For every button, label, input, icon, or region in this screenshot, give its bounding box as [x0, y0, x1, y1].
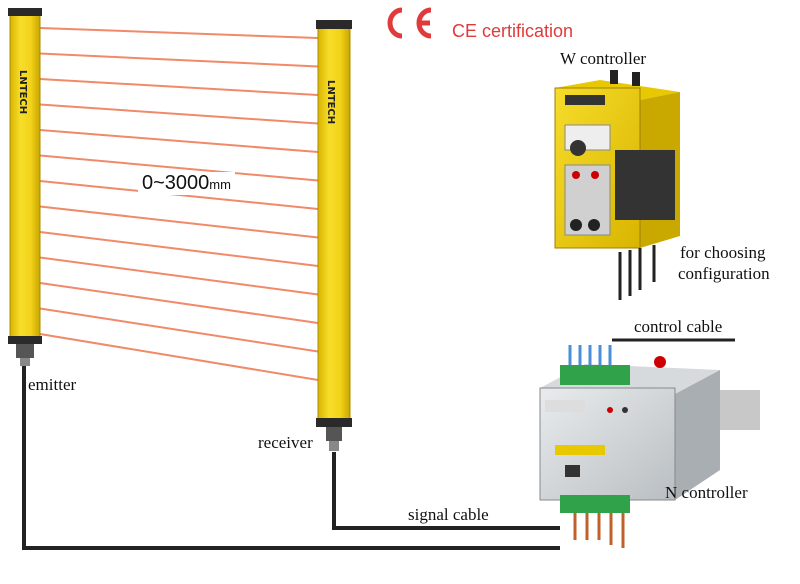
- ce-mark-icon: [387, 7, 432, 39]
- light-beam: [39, 129, 319, 153]
- light-beam: [39, 205, 319, 239]
- signal-cable-line: [332, 452, 560, 530]
- light-beam: [39, 307, 319, 353]
- light-beam: [39, 27, 319, 39]
- signal-cable-label: signal cable: [408, 505, 489, 524]
- light-beam: [39, 333, 319, 381]
- range-label: 0~3000mm: [138, 172, 235, 195]
- range-value: 0~3000: [142, 172, 210, 194]
- ce-certification-label: CE certification: [452, 21, 574, 41]
- emitter-brand-text: LNTECH: [17, 70, 28, 114]
- light-beam: [39, 256, 319, 296]
- emitter-bar: LNTECH: [8, 8, 42, 366]
- light-beam: [39, 180, 319, 210]
- light-beam: [39, 52, 319, 68]
- receiver-label: receiver: [258, 433, 313, 452]
- light-beams: [39, 27, 319, 381]
- emitter-cable-line: [22, 360, 560, 550]
- light-beam: [39, 231, 319, 267]
- receiver-bar: LNTECH: [316, 20, 352, 451]
- light-beam: [39, 103, 319, 125]
- emitter-label: emitter: [28, 375, 77, 394]
- light-beam: [39, 154, 319, 182]
- n-controller-label: N controller: [665, 483, 748, 502]
- w-controller-device: [554, 70, 680, 300]
- range-unit: mm: [209, 177, 231, 192]
- light-beam: [39, 78, 319, 96]
- for-choosing-label: for choosing: [680, 243, 766, 262]
- receiver-brand-text: LNTECH: [325, 80, 336, 124]
- control-cable-label: control cable: [634, 317, 723, 336]
- n-controller-device: [539, 345, 760, 548]
- configuration-label: configuration: [678, 264, 770, 283]
- light-beam: [39, 282, 319, 324]
- w-controller-label: W controller: [560, 49, 647, 68]
